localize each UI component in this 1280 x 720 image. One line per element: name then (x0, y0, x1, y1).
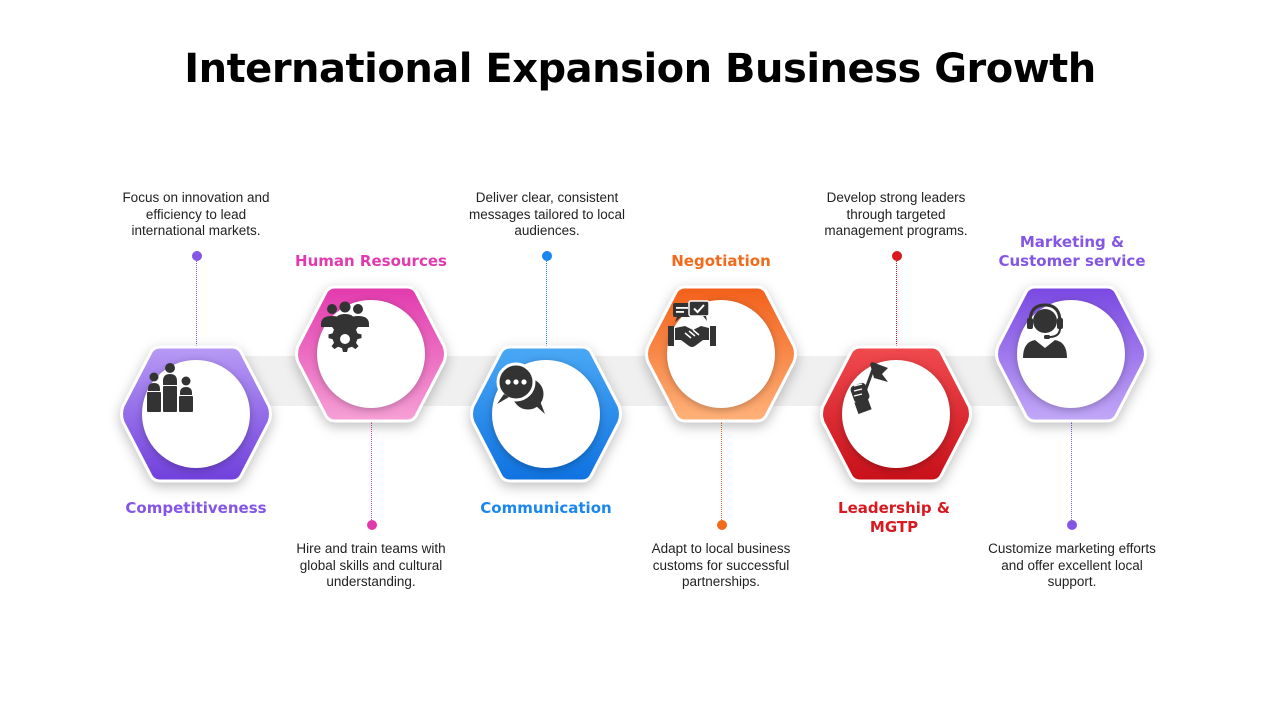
connector-line-communication (546, 256, 547, 346)
step-description-marketing: Customize marketing efforts and offer ex… (988, 541, 1156, 589)
step-label-negotiation: Negotiation (671, 252, 771, 270)
step-description-human-resources: Hire and train teams with global skills … (296, 541, 446, 589)
podium-people-icon (147, 363, 193, 412)
handshake-icon (668, 300, 716, 347)
chat-bubbles-icon (496, 362, 547, 414)
connector-line-human-resources (371, 422, 372, 524)
flag-hand-icon (850, 362, 888, 414)
icon-circle (142, 360, 250, 468)
icon-circle (842, 360, 950, 468)
hexagon-competitiveness (118, 344, 274, 484)
step-label-marketing: Marketing & Customer service (998, 233, 1146, 270)
connector-line-competitiveness (196, 256, 197, 346)
step-label-leadership: Leadership & MGTP (838, 499, 950, 536)
connector-dot-competitiveness (192, 251, 202, 261)
step-label-communication: Communication (480, 499, 612, 517)
icon-circle (492, 360, 600, 468)
step-description-leadership: Develop strong leaders through targeted … (824, 190, 968, 238)
headset-agent-icon (1023, 303, 1067, 358)
hexagon-human-resources (293, 284, 449, 424)
connector-dot-human-resources (367, 520, 377, 530)
step-label-competitiveness: Competitiveness (125, 499, 267, 517)
connector-dot-marketing (1067, 520, 1077, 530)
hexagon-leadership (818, 344, 974, 484)
hexagon-marketing (993, 284, 1149, 424)
connector-line-leadership (896, 256, 897, 346)
hexagon-negotiation (643, 284, 799, 424)
step-label-human-resources: Human Resources (295, 252, 447, 270)
step-description-negotiation: Adapt to local business customs for succ… (651, 541, 791, 589)
hexagon-communication (468, 344, 624, 484)
icon-circle (667, 300, 775, 408)
connector-dot-leadership (892, 251, 902, 261)
connector-line-marketing (1071, 422, 1072, 524)
icon-circle (1017, 300, 1125, 408)
icon-circle (317, 300, 425, 408)
page-title: International Expansion Business Growth (184, 46, 1096, 92)
step-description-communication: Deliver clear, consistent messages tailo… (468, 190, 626, 238)
connector-line-negotiation (721, 422, 722, 524)
connector-dot-communication (542, 251, 552, 261)
connector-dot-negotiation (717, 520, 727, 530)
step-description-competitiveness: Focus on innovation and efficiency to le… (122, 190, 270, 238)
team-gear-icon (321, 301, 369, 352)
